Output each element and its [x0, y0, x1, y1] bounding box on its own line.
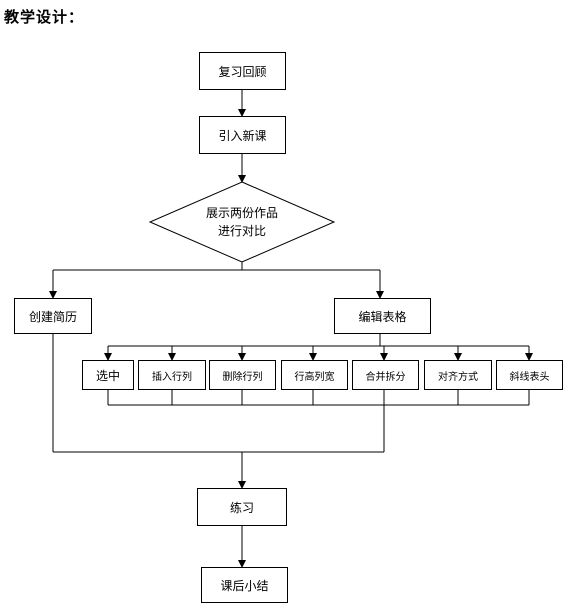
step-review: 复习回顾: [199, 52, 286, 90]
sub-step-label: 插入行列: [152, 371, 192, 383]
step-practice: 练习: [197, 488, 287, 526]
step-review-label: 复习回顾: [218, 64, 267, 79]
step-intro: 引入新课: [199, 116, 286, 154]
sub-step-insert: 插入行列: [138, 360, 206, 390]
sub-step-delete: 删除行列: [209, 360, 276, 390]
sub-step-label: 行高列宽: [294, 371, 335, 383]
step-compare-line1: 展示两份作品: [205, 206, 278, 220]
sub-step-label: 删除行列: [222, 371, 263, 383]
step-resume-label: 创建简历: [28, 309, 77, 324]
sub-step-size: 行高列宽: [281, 360, 348, 390]
step-compare-line2: 进行对比: [217, 224, 266, 238]
sub-step-label: 斜线表头: [509, 371, 550, 383]
sub-step-merge: 合并拆分: [352, 360, 419, 390]
step-practice-label: 练习: [229, 500, 254, 515]
step-summary-label: 课后小结: [220, 578, 269, 593]
step-intro-label: 引入新课: [218, 128, 267, 143]
sub-step-align: 对齐方式: [424, 360, 492, 390]
sub-step-label: 选中: [95, 368, 120, 383]
step-summary: 课后小结: [201, 567, 288, 603]
sub-step-select: 选中: [82, 360, 134, 390]
page-title: 教学设计：: [4, 8, 85, 26]
step-edit-table: 编辑表格: [334, 298, 431, 334]
step-resume: 创建简历: [14, 298, 92, 334]
sub-step-label: 对齐方式: [438, 371, 478, 383]
step-edit-table-label: 编辑表格: [358, 309, 407, 324]
sub-step-diagonal: 斜线表头: [496, 360, 563, 390]
step-compare-label: 展示两份作品 进行对比: [180, 204, 304, 240]
decision-diamond: [148, 181, 336, 263]
sub-step-label: 合并拆分: [365, 371, 406, 383]
